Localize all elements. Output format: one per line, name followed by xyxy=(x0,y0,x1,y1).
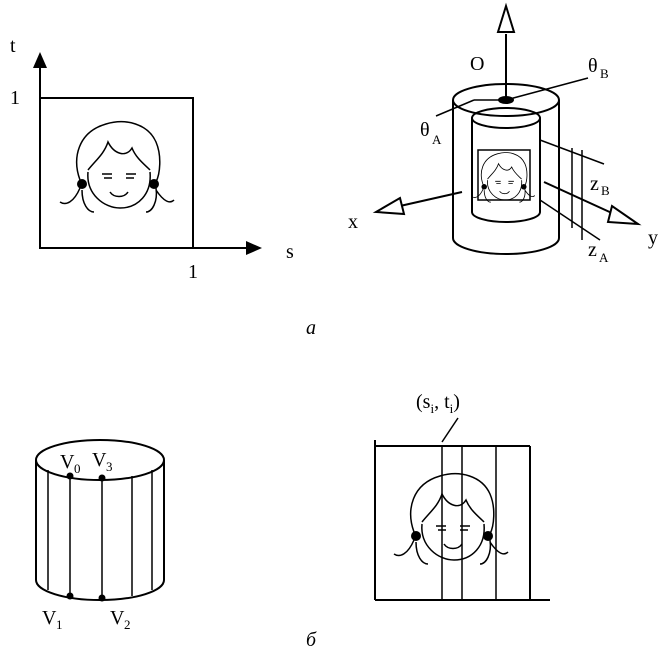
v0-label: V xyxy=(60,451,75,473)
y-axis-line xyxy=(543,181,615,215)
vertex-v2 xyxy=(98,594,106,602)
t-axis-arrow-icon xyxy=(33,52,47,68)
theta-b-sub: B xyxy=(600,66,609,81)
caption-a: а xyxy=(306,317,316,339)
z-a-sub: A xyxy=(599,250,609,265)
z-a-label: z xyxy=(588,239,597,261)
texture-map-a: t 1 1 s xyxy=(10,35,294,283)
texture-square xyxy=(39,97,194,249)
theta-a-label: θ xyxy=(420,119,430,141)
v0-sub: 0 xyxy=(74,461,81,476)
v3-sub: 3 xyxy=(106,459,113,474)
theta-a-line xyxy=(435,99,475,117)
t-axis-label: t xyxy=(10,35,16,57)
faceted-cylinder-b: V 0 V 3 V 1 V 2 xyxy=(35,439,165,632)
theta-b-label: θ xyxy=(588,55,598,77)
facet-lines xyxy=(47,470,153,598)
z-axis-arrow-icon xyxy=(496,2,516,33)
v2-label: V xyxy=(110,607,125,629)
y-axis-arrow-icon xyxy=(606,204,642,226)
y-axis-label: y xyxy=(648,227,658,249)
z-b-label: z xyxy=(590,173,599,195)
v3-label: V xyxy=(92,449,107,471)
coord-label: (si, ti) xyxy=(416,391,460,416)
inner-image-frame xyxy=(477,149,531,201)
coord-leader xyxy=(441,417,459,443)
theta-a-sub: A xyxy=(432,132,442,147)
inner-cylinder-top xyxy=(471,107,541,129)
cylinder-map-a: O θ B θ A z B z A x y xyxy=(348,2,658,265)
v1-sub: 1 xyxy=(56,617,63,632)
s-one-label: 1 xyxy=(188,261,198,283)
x-axis-arrow-icon xyxy=(372,196,406,216)
vertex-v1 xyxy=(66,592,74,600)
z-a-leader xyxy=(539,199,601,241)
v1-label: V xyxy=(42,607,57,629)
vertex-v0 xyxy=(66,472,74,480)
inner-cylinder-bottom xyxy=(471,211,541,223)
z-b-sub: B xyxy=(601,183,610,198)
texture-map-b: (si, ti) xyxy=(374,391,550,601)
girl-face-small-icon xyxy=(471,152,536,203)
girl-face-b-icon xyxy=(393,473,509,565)
theta-b-line xyxy=(505,77,589,101)
vertex-v3 xyxy=(98,474,106,482)
outer-cylinder-bottom xyxy=(452,237,560,255)
origin-label: O xyxy=(470,53,484,75)
t-one-label: 1 xyxy=(10,87,20,109)
v2-sub: 2 xyxy=(124,617,131,632)
s-axis-arrow-icon xyxy=(246,241,262,255)
girl-face-icon xyxy=(59,121,175,213)
x-axis-label: x xyxy=(348,211,358,233)
x-axis-line xyxy=(399,191,463,207)
s-axis-label: s xyxy=(286,241,294,263)
caption-b: б xyxy=(306,629,317,651)
